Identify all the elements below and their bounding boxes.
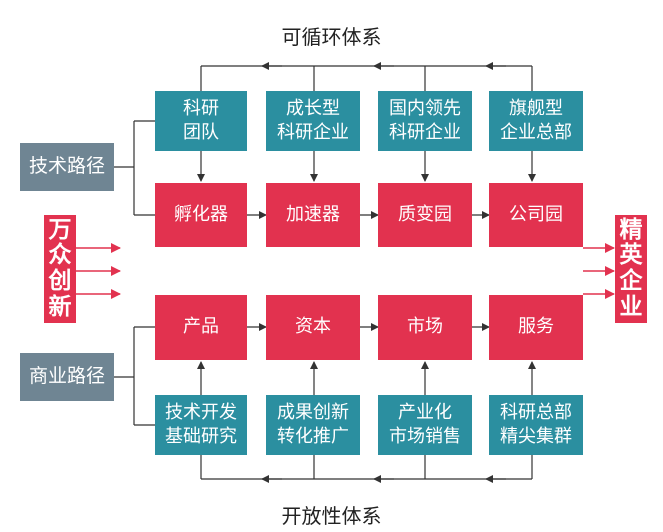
source-flagship-hq: 旗舰型 企业总部 <box>489 91 583 151</box>
source-research-team: 科研 团队 <box>155 91 247 151</box>
stage-market: 市场 <box>378 295 472 360</box>
business-path-label: 商业路径 <box>20 353 114 401</box>
source-industrialization: 产业化 市场销售 <box>378 395 472 455</box>
stage-accelerator: 加速器 <box>266 183 360 247</box>
top-cycle-loop <box>200 62 533 91</box>
tech-path-bracket <box>114 120 155 216</box>
stage-transformation-park: 质变园 <box>378 183 472 247</box>
source-growth-enterprise: 成长型 科研企业 <box>266 91 360 151</box>
bottom-system-title: 开放性体系 <box>281 504 382 528</box>
stage-incubator: 孵化器 <box>155 183 247 247</box>
tech-path-label: 技术路径 <box>20 143 114 191</box>
stage-company-park: 公司园 <box>489 183 583 247</box>
top-system-title: 可循环体系 <box>281 25 382 49</box>
bottom-to-business-arrows <box>197 361 536 395</box>
top-to-tech-arrows <box>197 151 536 182</box>
source-tech-development: 技术开发 基础研究 <box>155 395 247 455</box>
left-entity-arrows <box>76 243 121 299</box>
stage-service: 服务 <box>489 295 583 360</box>
right-entity-arrows <box>583 243 615 299</box>
stage-product: 产品 <box>155 295 247 360</box>
right-entity-elite-enterprise: 精 英 企 业 <box>615 215 647 323</box>
business-path-bracket <box>114 326 155 426</box>
source-achievement-transfer: 成果创新 转化推广 <box>266 395 360 455</box>
bottom-open-loop <box>200 455 533 483</box>
stage-arrows <box>247 211 490 331</box>
left-entity-mass-innovation: 万 众 创 新 <box>44 215 76 323</box>
source-research-hq-cluster: 科研总部 精尖集群 <box>489 395 583 455</box>
stage-capital: 资本 <box>266 295 360 360</box>
source-leading-enterprise: 国内领先 科研企业 <box>378 91 472 151</box>
